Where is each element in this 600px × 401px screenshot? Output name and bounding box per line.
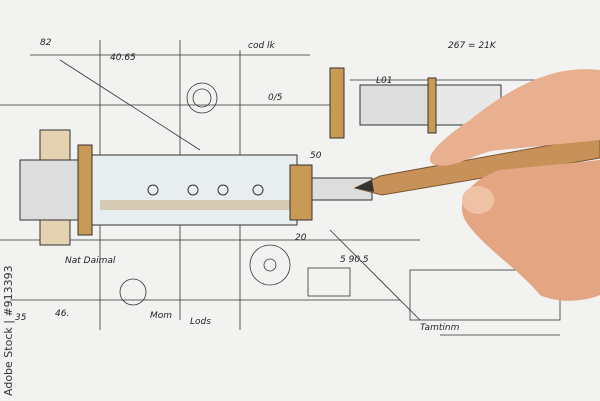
svg-text:cod lk: cod lk xyxy=(248,41,276,51)
svg-text:267 = 21K: 267 = 21K xyxy=(448,41,497,51)
upper-right-assembly xyxy=(329,67,502,139)
svg-text:Mom: Mom xyxy=(150,311,172,321)
svg-text:Lods: Lods xyxy=(190,317,211,327)
svg-text:Tamtinm: Tamtinm xyxy=(420,323,460,333)
svg-text:46.: 46. xyxy=(55,309,69,319)
svg-text:Nat Daimal: Nat Daimal xyxy=(65,256,116,266)
svg-text:5 90.5: 5 90.5 xyxy=(340,255,369,265)
svg-text:50: 50 xyxy=(310,151,322,161)
svg-text:0/5: 0/5 xyxy=(268,93,283,103)
svg-text:20: 20 xyxy=(295,233,307,243)
svg-text:82: 82 xyxy=(40,38,52,48)
cylinder-assembly xyxy=(19,129,373,246)
svg-text:L01: L01 xyxy=(376,76,392,86)
hand-with-pencil xyxy=(353,69,600,301)
watermark: Adobe Stock | #913393 xyxy=(2,265,15,396)
svg-text:35: 35 xyxy=(15,313,27,323)
svg-text:40.65: 40.65 xyxy=(110,53,136,63)
